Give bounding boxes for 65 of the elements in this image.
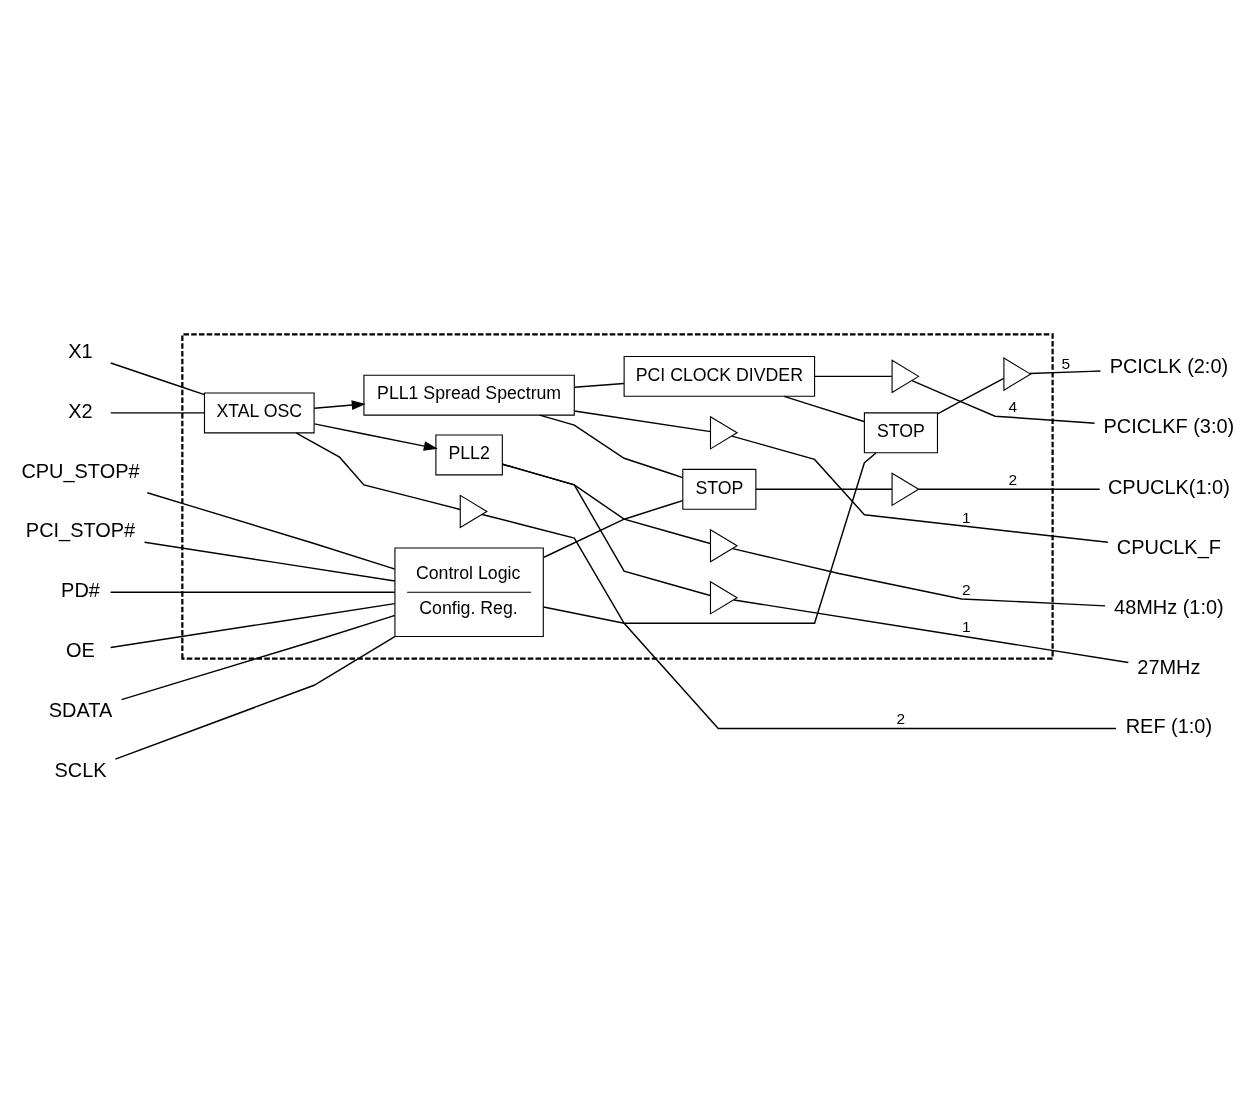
connector	[295, 431, 461, 510]
connector	[731, 434, 1109, 543]
node-triangle	[709, 528, 739, 563]
node-triangle	[891, 358, 920, 393]
connector	[936, 377, 1005, 414]
connector	[911, 379, 1096, 424]
node-text: OE	[66, 638, 95, 661]
edge-label: 5	[1061, 354, 1071, 372]
edge-label: 1	[961, 508, 971, 526]
connector	[109, 591, 396, 593]
node-triangle	[1003, 356, 1032, 391]
node-triangle	[709, 580, 739, 615]
node-text: X1	[68, 339, 93, 362]
node-text: PD#	[61, 578, 100, 601]
edge-label: 4	[1008, 397, 1018, 415]
node-text: SCLK	[54, 758, 107, 781]
node-text: CPUCLK_F	[1116, 535, 1221, 558]
connector	[755, 488, 893, 490]
edge-label: 1	[961, 617, 971, 635]
node-box: Control Logic Config. Reg.	[394, 546, 544, 637]
connector	[542, 451, 877, 624]
node-box: XTAL OSC	[203, 391, 315, 433]
node-text: PCICLK (2:0)	[1109, 354, 1229, 377]
connector	[110, 361, 206, 395]
connector	[110, 411, 206, 414]
node-text: PCICLKF (3:0)	[1103, 414, 1235, 437]
edge-label: 2	[1008, 470, 1018, 488]
node-box: STOP	[682, 468, 757, 510]
node-text: 48MHz (1:0)	[1114, 595, 1224, 618]
node-box: PLL2	[435, 434, 503, 475]
node-text: CPU_STOP#	[21, 459, 140, 482]
connector	[143, 541, 396, 582]
connector	[538, 413, 684, 478]
node-triangle	[459, 493, 488, 528]
connector	[814, 375, 893, 377]
node-box: PCI CLOCK DIVDER	[623, 355, 816, 397]
edge-label: 2	[961, 580, 971, 598]
connector	[120, 614, 396, 700]
connector	[146, 491, 396, 570]
connector	[733, 598, 1130, 663]
connector	[501, 463, 711, 596]
connector	[114, 635, 396, 760]
connector	[542, 499, 684, 558]
arrow	[313, 422, 438, 451]
node-text: SDATA	[48, 698, 113, 721]
node-text: 27MHz	[1137, 655, 1201, 678]
connector	[917, 488, 1101, 490]
connector	[481, 513, 1117, 729]
edge-label: 2	[896, 709, 906, 727]
connector	[783, 395, 865, 422]
node-box: STOP	[863, 411, 939, 453]
node-text: REF (1:0)	[1125, 714, 1213, 737]
node-triangle	[709, 415, 739, 450]
node-text: PCI_STOP#	[25, 518, 136, 541]
cluster	[181, 332, 1054, 660]
connector	[109, 602, 396, 648]
node-text: CPUCLK(1:0)	[1107, 475, 1230, 498]
node-triangle	[891, 471, 920, 506]
connector	[573, 382, 625, 388]
arrow	[313, 399, 366, 410]
connector	[1029, 369, 1102, 374]
connector	[731, 547, 1106, 607]
node-text: X2	[68, 399, 93, 422]
connector	[573, 409, 712, 432]
node-box: PLL1 Spread Spectrum	[363, 374, 575, 416]
